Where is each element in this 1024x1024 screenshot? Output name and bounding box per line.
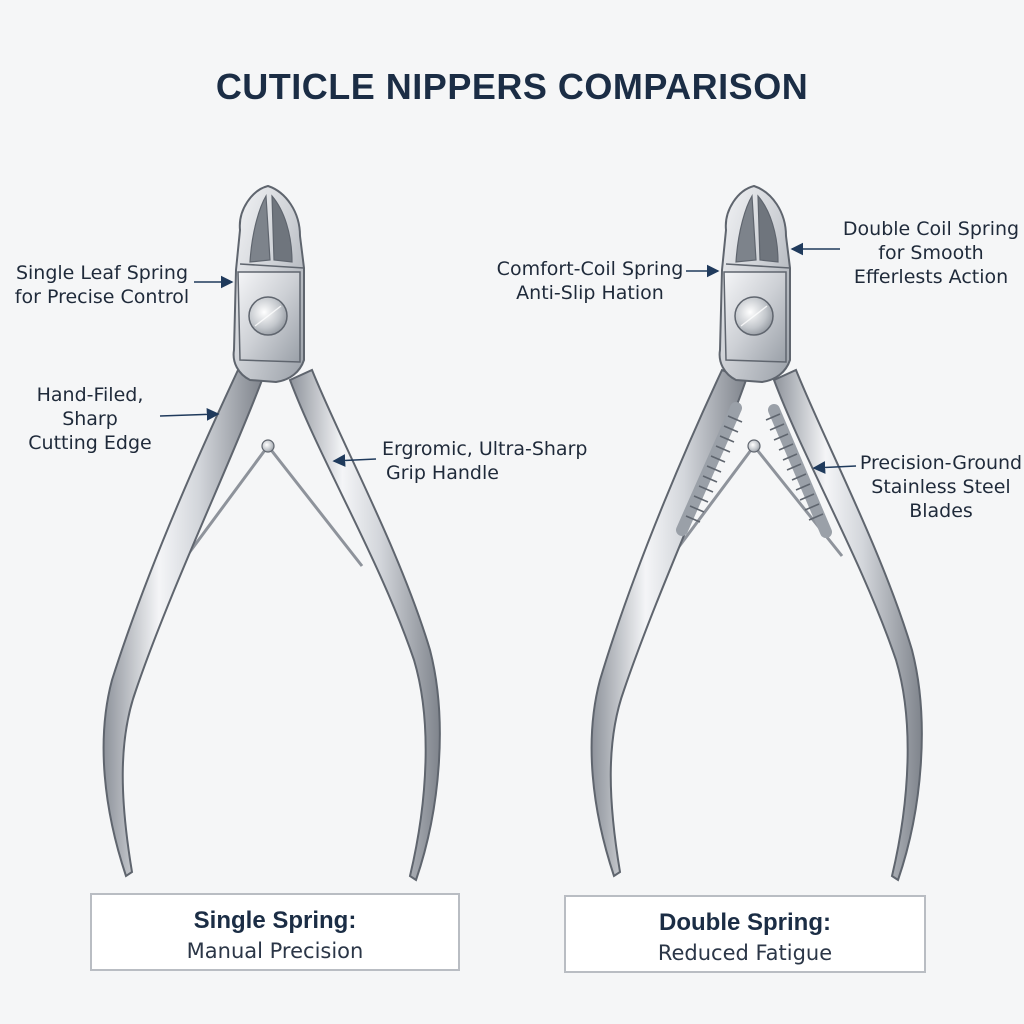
caption-double-spring: Double Spring: Reduced Fatigue [564, 895, 926, 973]
page-title: CUTICLE NIPPERS COMPARISON [215, 66, 809, 107]
double-spring-nipper [590, 184, 923, 882]
cutting-edge [271, 194, 293, 263]
callout-precision-blades: Precision-Ground Stainless Steel Blades [859, 452, 1023, 522]
cutting-edge [757, 194, 779, 263]
spring-pivot [747, 439, 761, 453]
right-handle [772, 368, 923, 882]
caption-title: Double Spring: [659, 909, 831, 936]
callout-single-leaf-spring: Single Leaf Spring for Precise Control [14, 262, 190, 308]
callout-arrows [159, 242, 857, 474]
cutting-edge [249, 194, 271, 263]
leaf-spring [266, 445, 364, 567]
callout-grip-handle: Ergromic, Ultra-Sharp Grip Handle [382, 438, 588, 484]
left-handle [102, 368, 264, 878]
right-handle [288, 368, 441, 882]
arrow-grip-handle [332, 454, 377, 467]
caption-subtitle: Reduced Fatigue [657, 941, 833, 965]
caption-subtitle: Manual Precision [186, 939, 364, 963]
callout-cutting-edge: Hand-Filed, Sharp Cutting Edge [28, 384, 152, 454]
right-coil-grip [765, 404, 832, 538]
arrow-cutting-edge [159, 407, 220, 421]
arrow-blades [812, 461, 857, 474]
coil-spring [670, 445, 756, 557]
left-coil-grip [676, 402, 743, 536]
caption-title: Single Spring: [193, 907, 357, 934]
callout-double-coil-spring: Double Coil Spring for Smooth Efferlests… [842, 218, 1020, 288]
caption-single-spring: Single Spring: Manual Precision [90, 893, 460, 971]
callout-comfort-coil-spring: Comfort-Coil Spring Anti-Slip Hation [496, 258, 684, 304]
cutting-edge [735, 194, 757, 263]
spring-pivot [261, 439, 275, 453]
single-spring-nipper [102, 184, 441, 882]
